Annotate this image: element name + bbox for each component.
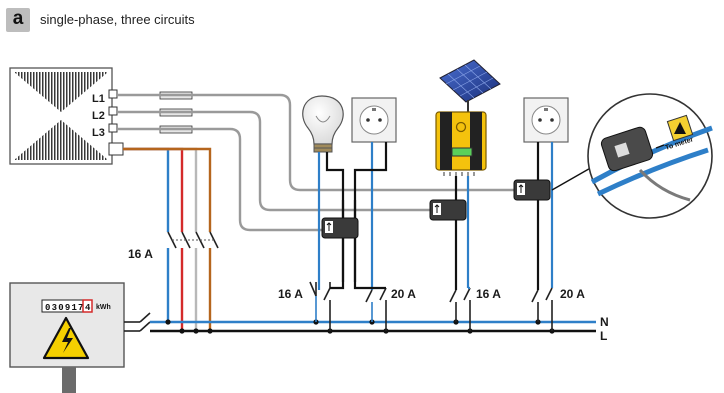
circuit-1-lamp-breaker-rating: 16 A	[278, 287, 303, 301]
current-sensor-2	[429, 199, 467, 221]
circuit-2-breaker-rating: 16 A	[476, 287, 501, 301]
solar-inverter	[435, 111, 487, 176]
phase-label-l3: L3	[92, 127, 105, 139]
meter-last-digit: 4	[85, 303, 91, 313]
main-switch	[124, 312, 151, 332]
meter-unit: kWh	[96, 304, 111, 311]
feeder-breaker-rating: 16 A	[128, 247, 153, 261]
line-bus-label: L	[600, 329, 607, 343]
figure-subtitle: single-phase, three circuits	[40, 12, 195, 27]
circuit-1-breakers	[309, 281, 387, 331]
figure-badge: a	[6, 8, 30, 32]
figure-letter: a	[12, 8, 24, 29]
lamp	[302, 95, 344, 153]
circuit-3-breaker-rating: 20 A	[560, 287, 585, 301]
meter-digits: 030917	[45, 303, 85, 313]
meter-counter: 030917 4 kWh	[45, 299, 111, 313]
circuit-2-breakers	[449, 287, 471, 331]
circuit-3-breakers	[531, 287, 553, 331]
current-sensor-1	[321, 217, 359, 239]
neutral-bus-label: N	[600, 315, 609, 329]
wall-socket-1	[351, 97, 397, 143]
circuit-1-socket-breaker-rating: 20 A	[391, 287, 416, 301]
phase-label-l1: L1	[92, 93, 105, 105]
lightning-bolt-icon	[62, 328, 73, 353]
solar-panel	[439, 59, 501, 112]
callout-pointer	[551, 165, 595, 191]
wall-socket-2	[523, 97, 569, 143]
phase-label-l2: L2	[92, 110, 105, 122]
energy-monitor	[9, 67, 124, 165]
current-sensor-3	[513, 179, 551, 201]
meter-cabinet	[9, 282, 125, 393]
sun-icon	[455, 121, 467, 133]
feeder-wires	[123, 147, 212, 331]
sensor-callout: To meter	[587, 93, 713, 219]
sensor-leads	[118, 93, 515, 232]
